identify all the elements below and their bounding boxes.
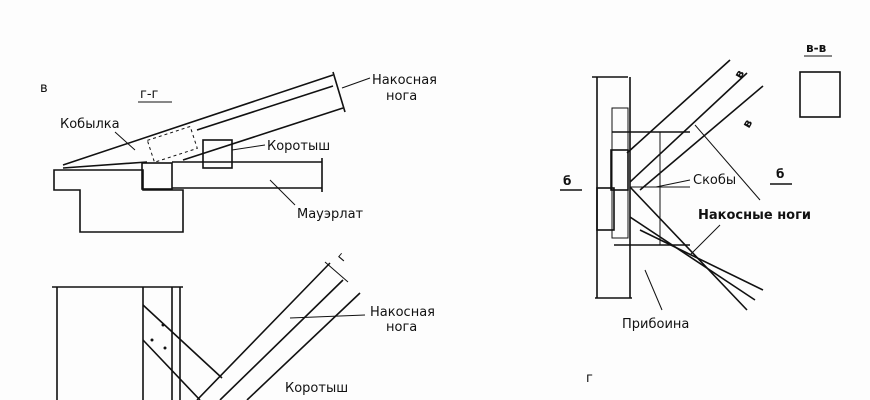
section-vv-wood (799, 71, 841, 118)
korotysh-label: Коротыш (267, 139, 330, 154)
rafter-label-2: нога (386, 320, 417, 335)
masonry-wall (53, 169, 184, 233)
korotysh-edge-2 (142, 339, 201, 400)
priboina-label: Прибоина (622, 317, 689, 332)
rafter-label-1: Накосная (372, 73, 437, 88)
rafter-edge-2 (219, 279, 344, 400)
view-letter: в (40, 81, 48, 96)
section-label: г-г (140, 87, 159, 102)
nail-plate (146, 125, 198, 163)
section-b-right: б (776, 167, 784, 181)
rafter-label-2: нога (386, 89, 417, 104)
section-mark: г (334, 250, 350, 265)
rafter-break (332, 71, 346, 113)
rafter-top-edge (62, 74, 334, 166)
section-v-mark-2: в (739, 116, 755, 130)
section-v-mark-1: в (731, 67, 747, 81)
kobylka-bottom (62, 161, 148, 169)
rafter-edge-3 (246, 292, 361, 400)
plan-view: г Накосная нога Коротыш (52, 250, 435, 400)
skoby-label: Скобы (693, 173, 736, 188)
rafter-bottom-edge (182, 107, 344, 161)
ridge-node: б б в в Скобы Накосные ноги Прибоина г в… (560, 41, 841, 386)
rafter-edge-1 (196, 262, 331, 400)
mauerlat-section (141, 162, 173, 190)
purlin-section-1 (610, 149, 629, 191)
section-b-left: б (563, 174, 571, 188)
korotysh-edge-1 (142, 304, 223, 379)
rafter-inner-edge (196, 85, 334, 131)
purlin-section-2 (596, 187, 615, 231)
view-letter: г (586, 371, 593, 386)
section-vv-label: в-в (806, 41, 827, 55)
rafter-label-1: Накосная (370, 305, 435, 320)
mauerlat-label: Мауэрлат (297, 207, 364, 222)
rafters-label: Накосные ноги (698, 208, 811, 223)
korotysh-label: Коротыш (285, 381, 348, 396)
kobylka-label: Кобылка (60, 117, 120, 132)
section-g-g: в г-г Накосная нога Кобылка Коротыш Мауэ… (40, 71, 437, 233)
korotysh-section (202, 139, 233, 169)
